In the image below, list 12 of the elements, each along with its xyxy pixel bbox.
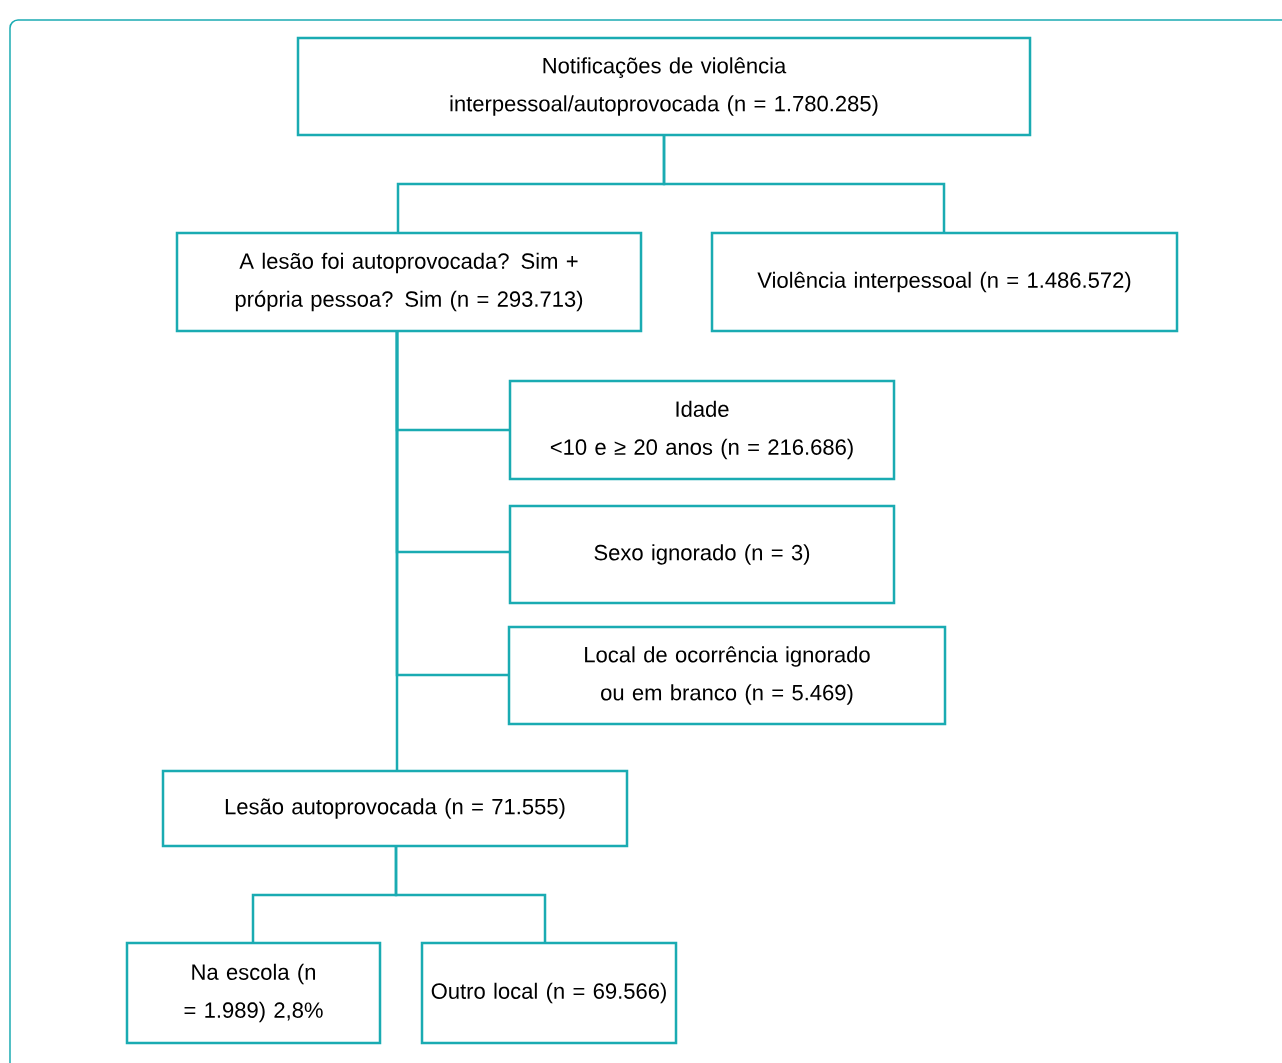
process-box: Local de ocorrência ignorado ou em branco (n = 5.469) [507, 625, 947, 726]
process-box: Lesão autoprovocada (n = 71.555) [161, 769, 629, 848]
process-box: Sexo ignorado (n = 3) [508, 504, 896, 605]
connector-line [394, 846, 547, 943]
process-box: Violência interpessoal (n = 1.486.572) [710, 231, 1179, 333]
process-box: Notificações de violência interpessoal/autoprovocada (n = 1.780.285) [296, 36, 1032, 137]
process-box: Outro local (n = 69.566) [420, 941, 678, 1045]
process-box: Idade <10 e ≥ 20 anos (n = 216.686) [508, 379, 896, 481]
connector-line [395, 331, 399, 771]
process-box: Na escola (n = 1.989) 2,8% [125, 941, 382, 1045]
connector-line [662, 135, 946, 233]
process-box: A lesão foi autoprovocada? Sim + própria pessoa? Sim (n = 293.713) [175, 231, 643, 333]
